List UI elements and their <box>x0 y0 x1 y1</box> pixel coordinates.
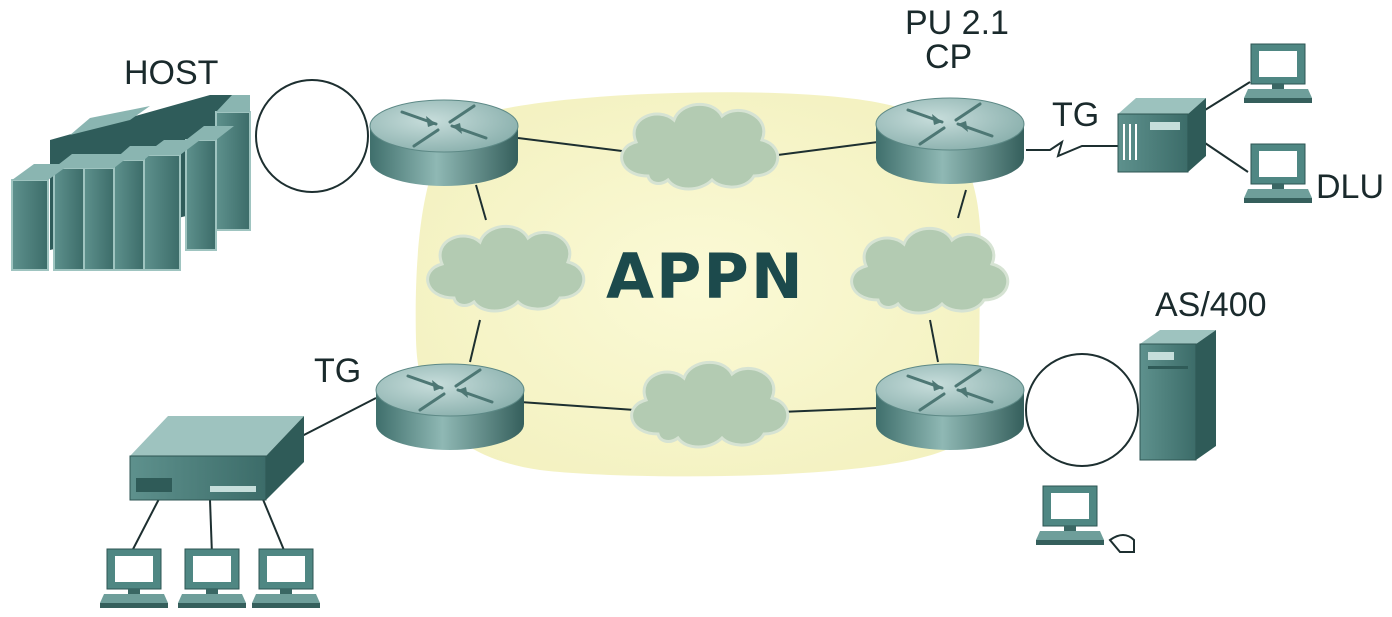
terminal-icon <box>177 548 247 609</box>
terminal-icon <box>251 548 321 609</box>
terminal-icon <box>99 548 169 609</box>
terminal-icon <box>1243 43 1313 104</box>
mouse-icon <box>1108 534 1135 553</box>
cloud-icon <box>630 360 790 449</box>
router-icon <box>874 362 1026 452</box>
network-links <box>129 81 1251 556</box>
router-icon <box>874 96 1026 186</box>
host-mainframe-icon <box>11 95 251 271</box>
cloud-icon <box>850 226 1010 315</box>
tg-bottom-label: TG <box>314 352 362 390</box>
appn-title: APPN <box>606 240 805 313</box>
host-label: HOST <box>124 54 219 92</box>
as400-icon <box>1139 330 1216 461</box>
cp-label: CP <box>925 38 973 76</box>
router-icon <box>374 362 526 452</box>
terminal-icon <box>1243 143 1313 204</box>
pu-label: PU 2.1 <box>905 4 1009 42</box>
tg-top-label: TG <box>1052 96 1100 134</box>
controller-icon <box>129 416 304 501</box>
router-icon <box>368 98 520 188</box>
cluster-controller-icon <box>1117 98 1206 173</box>
dlu-label: DLU <box>1316 168 1385 206</box>
token-ring-icon <box>1025 353 1139 467</box>
cloud-icon <box>426 224 586 313</box>
terminal-icon <box>1035 485 1105 546</box>
appn-region <box>415 92 982 477</box>
token-ring-icon <box>255 79 369 193</box>
cloud-icon <box>620 102 780 191</box>
as400-label: AS/400 <box>1155 286 1267 324</box>
